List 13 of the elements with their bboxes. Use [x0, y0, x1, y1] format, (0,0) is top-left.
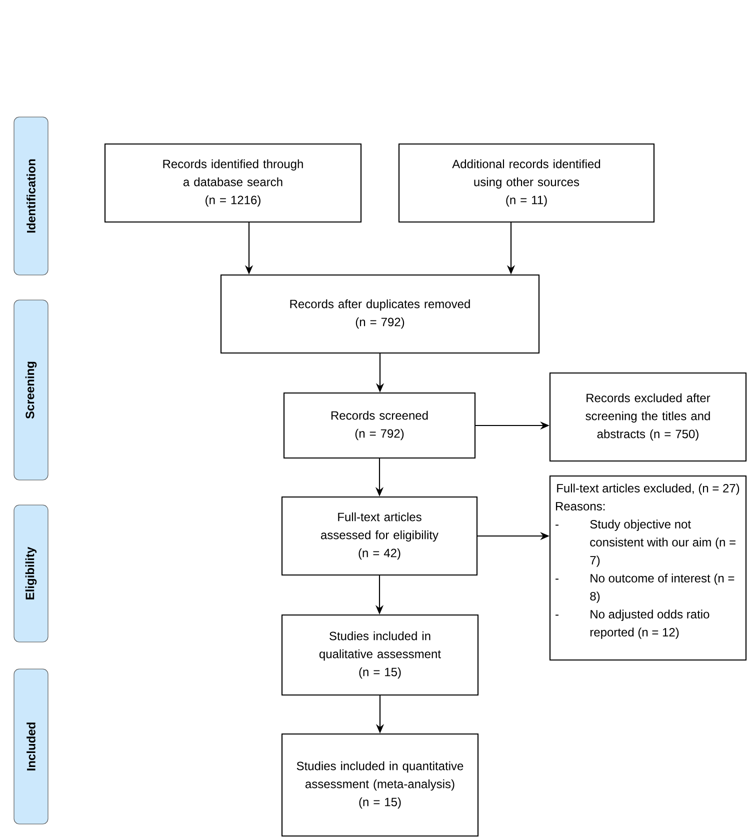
- stage-band: Identification: [14, 116, 48, 276]
- process-box: Records screened (n = 792): [283, 392, 476, 459]
- process-box: Full-text articles assessed for eligibility (n = 42): [281, 496, 478, 576]
- stage-band: Screening: [14, 300, 48, 480]
- exclusion-box: Full-text articles excluded, (n = 27) Reasons: - Study objective not consistent with our aim (n = 7) - No outcome of interest (n = 8) - No adjusted odds ratio reported (n = 12): [549, 475, 747, 661]
- stage-band: Eligibility: [14, 504, 48, 642]
- process-box: Records after duplicates removed (n = 792): [220, 274, 540, 354]
- process-box: Additional records identified using other sources (n = 11): [398, 143, 655, 223]
- stage-band: Included: [14, 668, 48, 824]
- process-box: Records identified through a database search (n = 1216): [104, 143, 362, 223]
- process-box: Studies included in quantitative assessment (meta-analysis) (n = 15): [281, 733, 479, 837]
- process-box: Studies included in qualitative assessment (n = 15): [281, 614, 479, 696]
- process-box: Records excluded after screening the titles and abstracts (n = 750): [549, 372, 747, 462]
